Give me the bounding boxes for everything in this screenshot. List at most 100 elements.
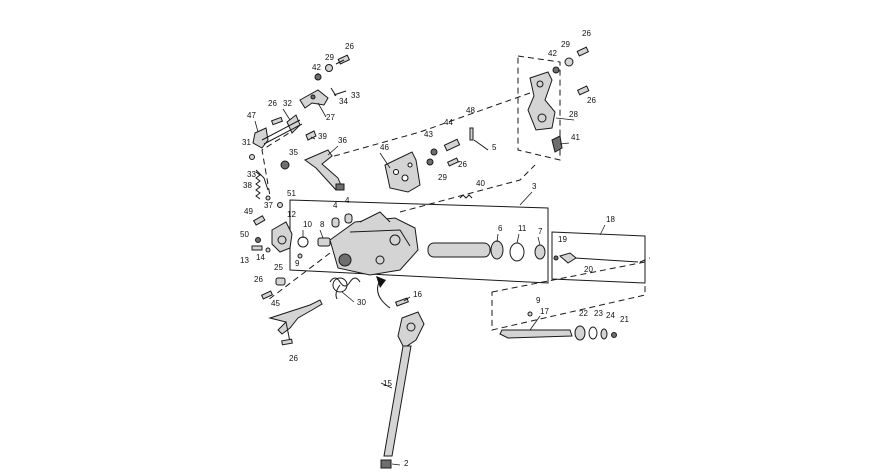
shaft-15 [383,345,412,457]
callout-c58: 17 [540,307,549,316]
callout-c51: 26 [587,96,596,105]
nut-42-right [552,66,560,74]
fork-45 [268,299,323,335]
callout-c61: 24 [606,311,615,320]
callout-c48: 26 [582,29,591,38]
pin-19 [553,255,559,261]
callout-c39: 48 [466,106,475,115]
callout-c10: 39 [318,132,327,141]
callout-c3: 42 [312,63,321,72]
bolt-26-left [270,116,284,126]
ring-23 [588,326,598,340]
callout-c37: 43 [424,130,433,139]
pin-9-left [297,253,303,259]
callout-c6: 26 [268,99,277,108]
nut-14 [265,247,271,253]
clip-39 [305,130,317,141]
callout-c25: 9 [295,259,300,268]
callout-c21: 10 [303,220,312,229]
bushing-35 [280,160,290,170]
seal-7 [534,244,546,260]
shaft-17 [499,329,573,339]
callout-c56: 20 [584,265,593,274]
callout-c31: 30 [357,298,366,307]
callout-c4: 33 [351,91,360,100]
pin-31 [249,154,255,160]
callout-c28: 25 [274,263,283,272]
pin-50 [255,237,261,243]
callout-c16: 37 [264,201,273,210]
callout-c26: 13 [240,256,249,265]
callout-c12: 31 [242,138,251,147]
nut-2 [380,459,392,469]
callout-c46: 11 [518,224,527,233]
rod-47 [261,119,301,141]
rod-assembly-outline-18 [551,231,646,284]
callout-c17: 51 [287,189,296,198]
shift-arm-28 [527,71,556,131]
bushing-4-b [344,213,353,224]
guide-line-e [639,257,651,263]
stud-44 [443,138,461,152]
washer-24 [600,328,608,340]
callout-c15: 38 [243,181,252,190]
bearing-8 [317,237,331,247]
callout-c1: 26 [345,42,354,51]
callout-c44: 3 [532,182,537,191]
callout-c22: 8 [320,220,325,229]
callout-c23: 4 [333,201,338,210]
callout-c33: 26 [289,354,298,363]
bearing-6 [490,240,504,260]
callout-c19: 12 [287,210,296,219]
bolt-26-top [335,54,351,65]
spring-38 [255,171,261,200]
ring-11 [509,242,525,262]
callout-c60: 23 [594,309,603,318]
callout-c42: 5 [492,143,497,152]
callout-c13: 35 [289,148,298,157]
callout-c36: 46 [380,143,389,152]
tube [427,242,491,258]
callout-c9: 47 [247,111,256,120]
callout-c5: 34 [339,97,348,106]
callout-c47: 7 [538,227,543,236]
knob-41 [551,135,563,153]
callout-c2: 29 [325,53,334,62]
link-33 [255,169,269,191]
bushing-25 [275,277,286,286]
callout-c8: 27 [326,113,335,122]
callout-c49: 29 [561,40,570,49]
callout-c7: 32 [283,99,292,108]
shaft-assembly-outline-17 [491,261,646,331]
callout-c41: 26 [458,160,467,169]
callout-c53: 41 [571,133,580,142]
pedal-pad-36 [335,183,345,191]
housing-boss [338,253,352,267]
pin-5 [473,139,489,151]
callout-c52: 28 [569,110,578,119]
rod-20 [574,257,639,263]
callout-c18: 49 [244,207,253,216]
washer-29-mid [426,158,434,166]
guide-line-d [261,127,298,197]
callout-c40: 29 [438,173,447,182]
callout-c30: 45 [271,299,280,308]
callout-c14: 33 [247,170,256,179]
pin-33-top [333,90,347,96]
pin-51 [277,202,283,208]
clip-37 [265,195,271,201]
bolt-26-plate [446,157,460,167]
callout-c59: 22 [579,309,588,318]
washer-29-right [564,57,574,67]
bolt-13 [251,245,263,251]
guide-line-b [399,164,536,213]
callout-c24: 4 [345,196,350,205]
nut-21 [611,332,617,338]
bolt-26-bottom [281,338,293,346]
rod-end-20 [558,252,577,264]
shift-arm-outline-28 [517,55,561,161]
pin-48 [469,127,474,141]
bolt-26-right-mid [576,85,590,96]
